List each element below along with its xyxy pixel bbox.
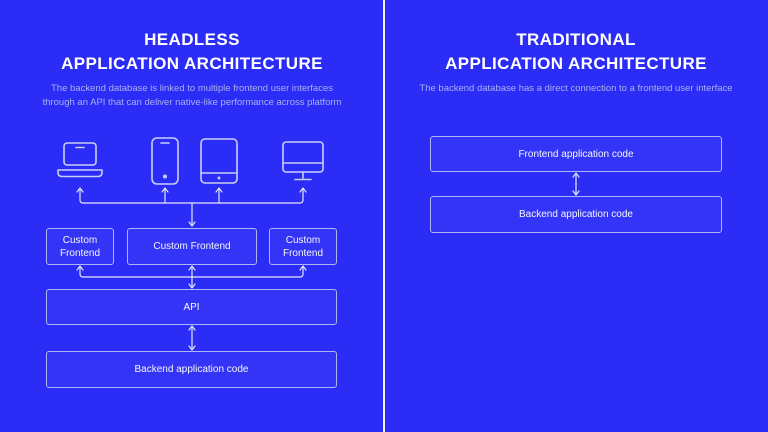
smartphone-icon bbox=[151, 137, 179, 185]
backend-code-box-left: Backend application code bbox=[46, 351, 337, 388]
laptop-icon bbox=[57, 142, 103, 178]
backend-code-box-right: Backend application code bbox=[430, 196, 722, 233]
traditional-title-line2: APPLICATION ARCHITECTURE bbox=[445, 54, 707, 73]
custom-frontend-label: Custom Frontend bbox=[153, 241, 231, 252]
traditional-subtitle-line1: The backend database has a direct connec… bbox=[419, 83, 733, 94]
devices-bus-connector bbox=[76, 187, 307, 227]
api-backend-arrow bbox=[188, 325, 196, 351]
api-box: API bbox=[46, 289, 337, 325]
tablet-icon bbox=[200, 138, 238, 184]
headless-panel: HEADLESS APPLICATION ARCHITECTURE The ba… bbox=[0, 28, 384, 388]
desktop-monitor-icon bbox=[282, 141, 324, 181]
custom-frontend-box-left: Custom Frontend bbox=[46, 228, 114, 265]
traditional-title: TRADITIONAL APPLICATION ARCHITECTURE bbox=[384, 28, 768, 76]
panel-divider bbox=[383, 0, 385, 432]
frontend-code-box: Frontend application code bbox=[430, 136, 722, 172]
frontend-backend-arrow bbox=[572, 172, 580, 196]
custom-frontend-box-middle: Custom Frontend bbox=[127, 228, 257, 265]
headless-title-line2: APPLICATION ARCHITECTURE bbox=[61, 54, 323, 73]
api-label: API bbox=[183, 301, 200, 313]
frontends-api-connector bbox=[76, 265, 307, 289]
custom-frontend-label: Custom Frontend bbox=[59, 234, 101, 259]
headless-title-line1: HEADLESS bbox=[144, 30, 240, 49]
backend-code-label: Backend application code bbox=[519, 209, 633, 220]
headless-title: HEADLESS APPLICATION ARCHITECTURE bbox=[0, 28, 384, 76]
headless-subtitle-line1: The backend database is linked to multip… bbox=[51, 83, 333, 94]
custom-frontend-box-right: Custom Frontend bbox=[269, 228, 337, 265]
traditional-subtitle: The backend database has a direct connec… bbox=[384, 82, 768, 96]
headless-subtitle-line2: through an API that can deliver native-l… bbox=[42, 97, 342, 108]
custom-frontend-label: Custom Frontend bbox=[282, 234, 324, 259]
backend-code-label: Backend application code bbox=[134, 364, 249, 375]
traditional-title-line1: TRADITIONAL bbox=[516, 30, 636, 49]
traditional-panel: TRADITIONAL APPLICATION ARCHITECTURE The… bbox=[384, 0, 768, 432]
frontend-code-label: Frontend application code bbox=[518, 148, 634, 160]
headless-subtitle: The backend database is linked to multip… bbox=[0, 82, 384, 110]
